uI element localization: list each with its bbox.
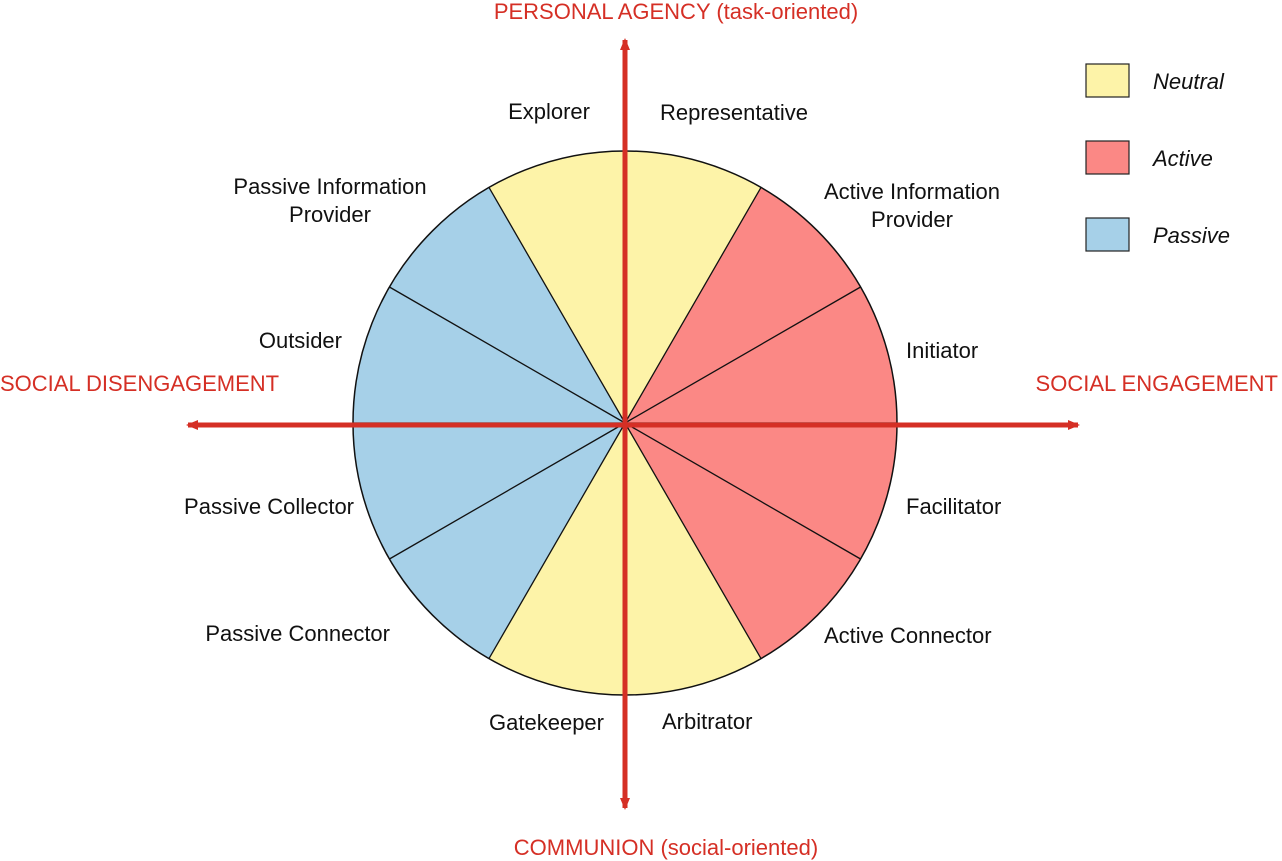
wedge-divider [389,286,626,424]
role-label-line: Representative [660,100,808,125]
wedge-active-connector [625,423,861,659]
wedge-divider [624,187,762,424]
legend-swatch-neutral [1085,63,1130,98]
wedge-passive-collector [353,423,625,559]
role-label-line: Gatekeeper [489,710,604,735]
role-label-line: Passive Information [233,174,426,199]
role-label-outsider: Outsider [259,328,342,353]
legend-label-passive: Passive [1153,223,1230,248]
legend-label-active: Active [1151,146,1213,171]
wedge-representative [625,151,761,423]
wedge-passive-information-provider [389,187,625,423]
role-label-active-connector: Active Connector [824,623,992,648]
wedge-divider [624,422,762,659]
role-label-line: Initiator [906,338,978,363]
wedge-passive-connector [389,423,625,659]
role-label-line: Passive Collector [184,494,354,519]
role-label-arbitrator: Arbitrator [662,709,752,734]
role-label-gatekeeper: Gatekeeper [489,710,604,735]
wedge-divider [389,422,626,560]
role-label-passive-connector: Passive Connector [205,621,390,646]
axis-label-top: PERSONAL AGENCY (task-oriented) [494,0,858,24]
wedge-divider [488,187,626,424]
role-label-line: Provider [871,207,953,232]
wedge-explorer [489,151,625,423]
role-label-line: Outsider [259,328,342,353]
wheel-wedges [353,151,897,696]
role-label-line: Arbitrator [662,709,752,734]
wedge-arbitrator [625,423,761,695]
wedge-divider [488,422,626,659]
role-label-line: Active Connector [824,623,992,648]
axis-label-right: SOCIAL ENGAGEMENT [1036,371,1278,396]
wedge-facilitator [625,423,897,559]
wedge-outsider [353,287,625,423]
wedge-gatekeeper [489,423,625,696]
axis-label-bottom: COMMUNION (social-oriented) [514,835,818,860]
axis-label-left: SOCIAL DISENGAGEMENT [0,371,279,396]
role-label-initiator: Initiator [906,338,978,363]
wedge-active-information-provider [625,187,861,423]
role-label-representative: Representative [660,100,808,125]
role-label-line: Explorer [508,99,590,124]
legend-label-neutral: Neutral [1153,69,1225,94]
wedge-initiator [625,287,897,423]
role-label-line: Active Information [824,179,1000,204]
role-label-passive-collector: Passive Collector [184,494,354,519]
role-label-line: Facilitator [906,494,1001,519]
wedge-divider [624,422,861,560]
legend-swatch-passive [1085,217,1130,252]
role-label-line: Provider [289,202,371,227]
role-label-explorer: Explorer [508,99,590,124]
role-label-facilitator: Facilitator [906,494,1001,519]
axes [186,38,1080,810]
legend-swatch-active [1085,140,1130,175]
wedge-divider [624,286,861,424]
role-label-line: Passive Connector [205,621,390,646]
